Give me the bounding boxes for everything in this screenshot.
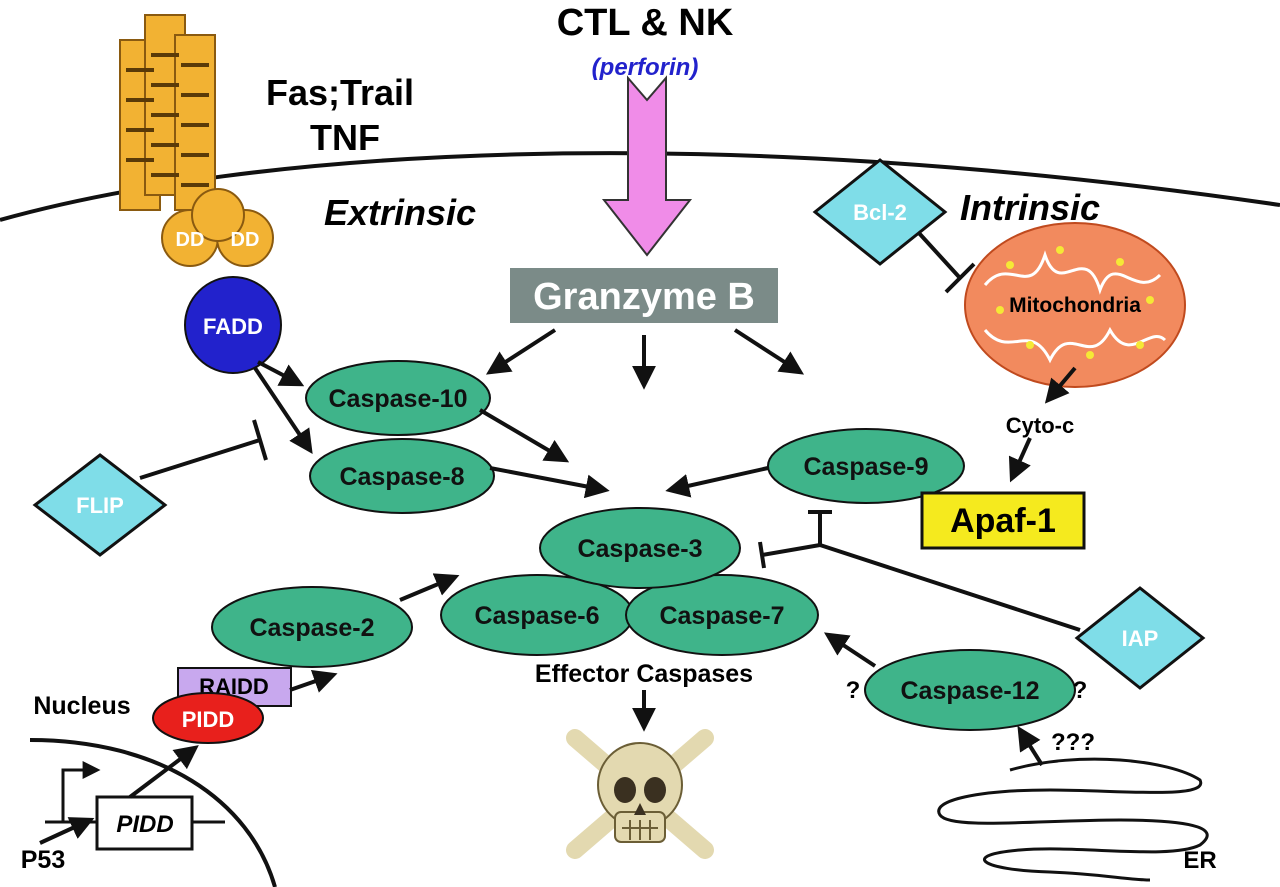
caspase-8-label: Caspase-8 (339, 463, 464, 491)
caspase-10-label: Caspase-10 (329, 385, 468, 413)
dd-label-left: DD (176, 229, 205, 251)
fadd-label: FADD (203, 314, 263, 339)
ctl-nk-label: CTL & NK (557, 2, 734, 44)
granzyme-b-box (510, 268, 778, 323)
caspase-7-label: Caspase-7 (659, 602, 784, 630)
caspase-10-node (305, 360, 491, 436)
caspase-9-label: Caspase-9 (803, 453, 928, 481)
effector-caspases-label: Effector Caspases (535, 660, 753, 688)
nucleus-label: Nucleus (33, 692, 130, 720)
inhibition-lines (139, 230, 1081, 632)
nucleus-membrane (29, 738, 277, 887)
caspase-2-node (211, 586, 413, 668)
dd-label-right: DD (231, 229, 260, 251)
caspase-2-label: Caspase-2 (249, 614, 374, 642)
caspase-12-label: Caspase-12 (901, 677, 1040, 705)
mitochondria-label: Mitochondria (1009, 294, 1141, 317)
p53-label: P53 (21, 846, 65, 874)
caspase-9-node (767, 428, 965, 504)
pidd-gene: PIDD (45, 761, 225, 851)
bcl2-node: Bcl-2 (812, 158, 948, 266)
caspase-6-label: Caspase-6 (474, 602, 599, 630)
flip-label: FLIP (76, 493, 124, 518)
iap-node: IAP (1074, 586, 1206, 690)
endoplasmic-reticulum (937, 757, 1209, 882)
fas-trail-label: Fas;Trail (266, 72, 414, 113)
question-mark-left: ? (846, 677, 861, 704)
death-receptor: DD DD (119, 14, 274, 267)
caspase-3-node (539, 507, 741, 589)
apaf1-label: Apaf-1 (950, 502, 1056, 540)
caspase-3-label: Caspase-3 (577, 535, 702, 563)
mitochondria-node: Mitochondria (964, 222, 1186, 388)
cyto-c-label: Cyto-c (1006, 413, 1074, 438)
intrinsic-label: Intrinsic (960, 187, 1100, 228)
caspase-8-node (309, 438, 495, 514)
perforin-label: (perforin) (592, 54, 699, 81)
activation-arrows (39, 328, 1077, 845)
bcl2-label: Bcl-2 (853, 200, 907, 225)
apaf1-box (920, 491, 1086, 550)
perforin-arrow (601, 75, 693, 257)
er-question-label: ??? (1051, 729, 1095, 756)
caspase-7-node (625, 574, 819, 656)
er-label: ER (1183, 847, 1216, 874)
pidd-gene-label: PIDD (116, 811, 173, 838)
extrinsic-label: Extrinsic (324, 192, 476, 233)
fadd-node (184, 276, 282, 374)
iap-label: IAP (1122, 626, 1159, 651)
pidd-protein-node (152, 692, 264, 744)
skull-crossbones-icon (566, 729, 714, 859)
tnf-label: TNF (310, 117, 380, 158)
granzyme-b-label: Granzyme B (533, 276, 755, 318)
pidd-protein-label: PIDD (182, 707, 235, 732)
flip-node: FLIP (32, 453, 168, 557)
question-mark-right: ? (1073, 677, 1088, 704)
caspase-12-node (864, 649, 1076, 731)
